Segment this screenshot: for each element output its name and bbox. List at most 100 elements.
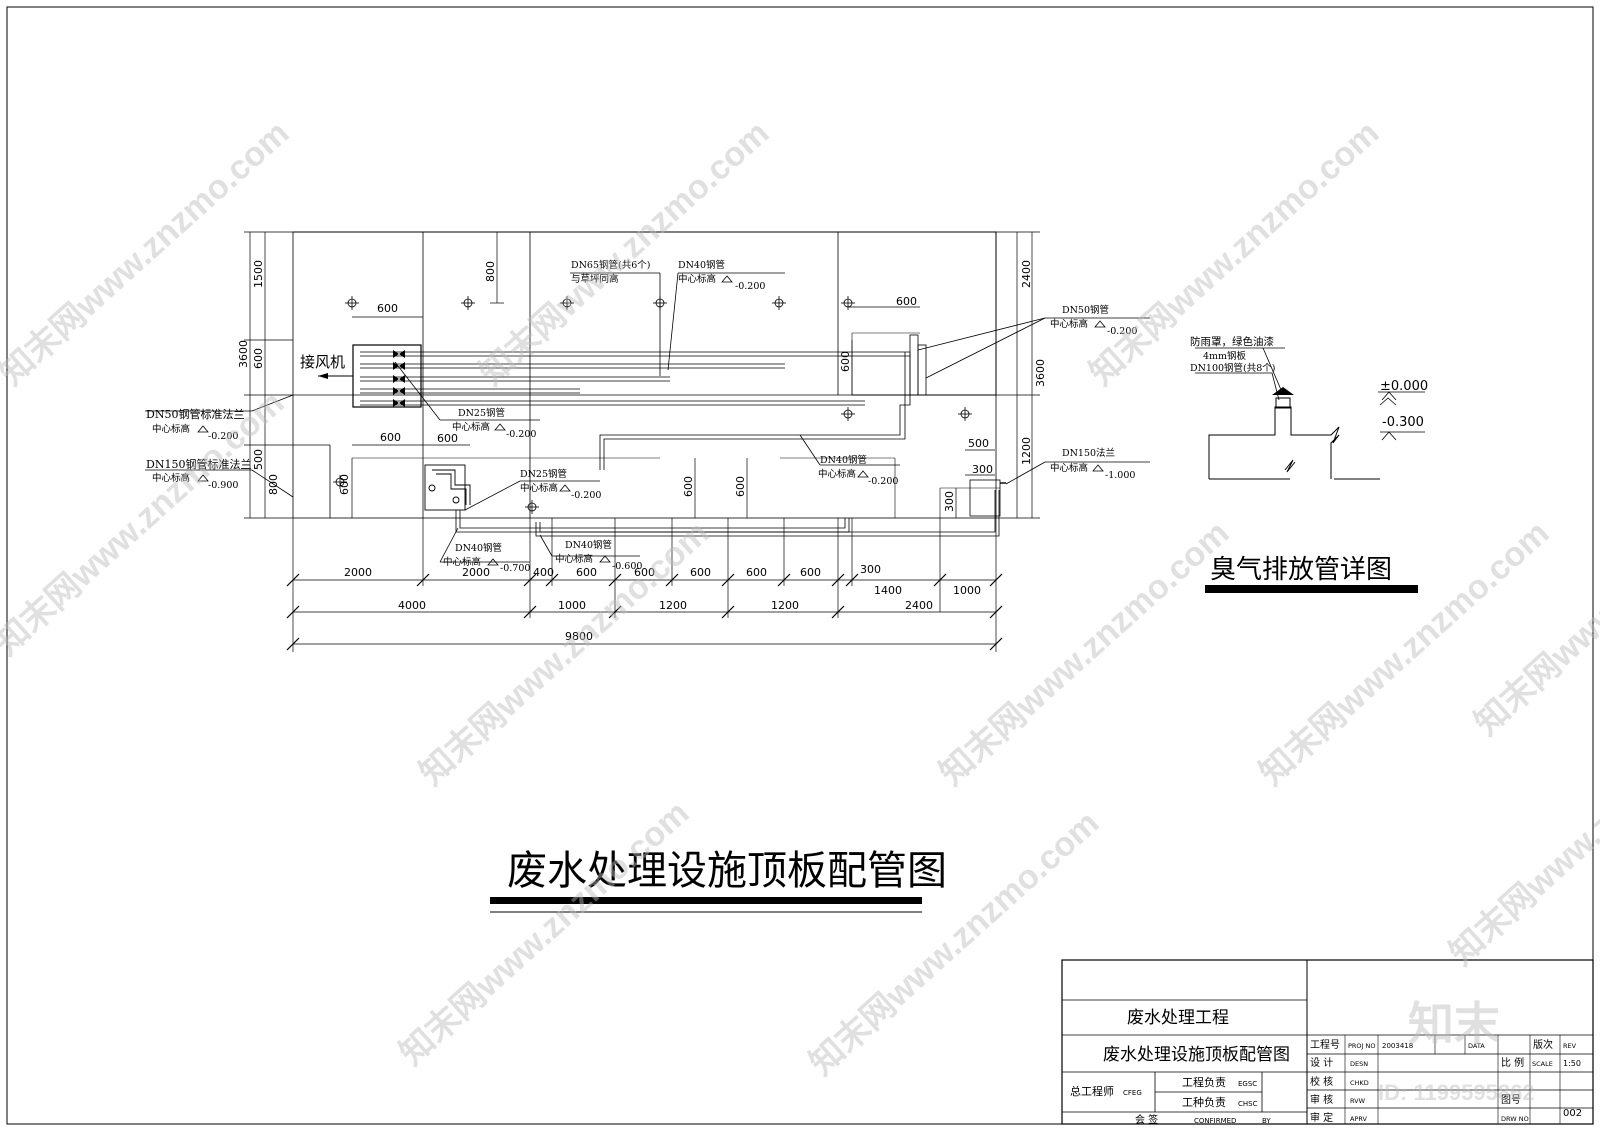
- tb-chief-en: CFEG: [1123, 1089, 1142, 1097]
- tb-review-en: RVW: [1350, 1097, 1366, 1105]
- dim-mid-600-right: 600: [734, 476, 747, 497]
- dn150-right-label: DN150法兰: [1062, 447, 1115, 459]
- dn65-sub: 与草坪同高: [571, 273, 619, 285]
- dn50-flange-label: DN50钢管标准法兰: [146, 407, 244, 421]
- watermark-logo: 知末: [1408, 998, 1500, 1050]
- dim-row1-0: 2000: [344, 566, 372, 579]
- dn50-right-val: -0.200: [1107, 326, 1137, 337]
- dn40-low-a-sub: 中心标高: [443, 556, 481, 568]
- tb-proj-no-en: PROJ NO: [1348, 1042, 1376, 1050]
- dim-mid-600a: 600: [380, 431, 401, 444]
- dim-row1-8: 300: [860, 563, 881, 576]
- main-title-group: 废水处理设施顶板配管图: [490, 848, 947, 913]
- watermarks: 知末网www.znzmo.com 知末网www.znzmo.com 知末网www…: [0, 114, 1600, 1105]
- dim-top-600-right: 600: [896, 295, 917, 308]
- tb-scale-val: 1:50: [1563, 1059, 1581, 1068]
- watermark-10: 知末网www.znzmo.com: [1442, 694, 1600, 973]
- dim-row1-2: 400: [533, 566, 554, 579]
- dn25-a-val: -0.200: [506, 429, 536, 440]
- dn150-right-sub: 中心标高: [1050, 462, 1088, 474]
- fan-label: 接风机: [300, 353, 345, 371]
- watermark-2: 知末网www.znzmo.com: [0, 384, 291, 663]
- dim-300b: 300: [943, 491, 956, 512]
- watermark-3: 知末网www.znzmo.com: [472, 114, 776, 393]
- tb-approve-en: APRV: [1350, 1115, 1368, 1123]
- plan-labels: 接风机 DN65钢管(共6个) 与草坪同高 DN40钢管 中心标高 -0.200…: [146, 259, 1137, 574]
- dn25-b-val: -0.200: [571, 490, 601, 501]
- dim-mid-600-center: 600: [682, 476, 695, 497]
- tb-by: BY: [1262, 1117, 1271, 1125]
- air-pipes: [360, 351, 910, 406]
- tb-disc-lead: 工种负责: [1182, 1095, 1226, 1109]
- dim-row2-2: 1200: [659, 599, 687, 612]
- detail-title-underline: [1205, 585, 1418, 593]
- tb-scale-cn: 比 例: [1501, 1056, 1524, 1069]
- tb-approve: 审 定: [1310, 1111, 1333, 1124]
- tb-rev-en: REV: [1563, 1042, 1577, 1050]
- dn150-flange-left-sub: 中心标高: [152, 472, 190, 484]
- dn40-top-label: DN40钢管: [678, 259, 725, 271]
- dn50-right-label: DN50钢管: [1062, 304, 1109, 316]
- watermark-8: 知末网www.znzmo.com: [802, 804, 1106, 1083]
- dim-row1-4: 600: [634, 566, 655, 579]
- tb-design: 设 计: [1310, 1056, 1333, 1069]
- tb-design-en: DESN: [1350, 1060, 1368, 1068]
- fan-header: [352, 344, 422, 408]
- tb-dwg-no-cn: 图号: [1501, 1094, 1521, 1106]
- tb-confirmed: CONFIRMED: [1194, 1117, 1236, 1125]
- tb-scale-en: SCALE: [1532, 1060, 1553, 1068]
- tb-proj-no-val: 2003418: [1382, 1042, 1413, 1050]
- plan-view: [145, 231, 1150, 652]
- dn50-flange-val: -0.200: [208, 431, 238, 442]
- dimension-values: 1500 3600 600 500 800 2400 3600 1200 800…: [237, 260, 1047, 643]
- detail-pipe-label: DN100钢管(共8个): [1190, 362, 1276, 374]
- header-valves: [393, 350, 405, 407]
- tb-drawing: 废水处理设施顶板配管图: [1103, 1045, 1290, 1065]
- tb-project: 废水处理工程: [1127, 1008, 1229, 1028]
- dn150-right-val: -1.000: [1105, 470, 1135, 481]
- dn25-a-sub: 中心标高: [452, 421, 490, 433]
- tb-disc-lead-en: CHSC: [1238, 1100, 1258, 1108]
- dn25-assembly: [424, 464, 471, 511]
- dim-500: 500: [968, 437, 989, 450]
- dim-left-600: 600: [252, 348, 265, 369]
- detail-cap-label: 防雨罩，绿色油漆: [1190, 335, 1274, 348]
- dim-total: 9800: [565, 630, 593, 643]
- dn40-low-b-label: DN40钢管: [565, 539, 612, 551]
- detail-elev-top: ±0.000: [1380, 379, 1428, 394]
- tb-review: 审 核: [1310, 1093, 1333, 1106]
- dim-mid-600b: 600: [437, 432, 458, 445]
- dn150-flange-left-label: DN150钢管标准法兰: [146, 457, 251, 471]
- dim-row2-4: 2400: [905, 599, 933, 612]
- riser-pipes: [455, 334, 1000, 537]
- dim-row1b-1: 1000: [953, 584, 981, 597]
- tb-check: 校 核: [1310, 1075, 1333, 1088]
- leader-lines: [145, 272, 1150, 563]
- watermark-5: 知末网www.znzmo.com: [392, 794, 696, 1073]
- detail-title: 臭气排放管详图: [1210, 555, 1392, 585]
- dn40-low-b-val: -0.600: [612, 561, 642, 572]
- dim-left-1500: 1500: [252, 260, 265, 288]
- dimension-ticks: [286, 573, 1003, 651]
- detail-plate-label: 4mm钢板: [1203, 350, 1247, 362]
- main-title-underline: [490, 897, 922, 904]
- odor-pipe-detail: 防雨罩，绿色油漆 4mm钢板 DN100钢管(共8个) ±0.000 -0.30…: [1190, 335, 1428, 593]
- tb-date-en: DATA: [1468, 1042, 1485, 1050]
- dim-left-3600: 3600: [237, 340, 250, 368]
- dn25-b-sub: 中心标高: [520, 482, 558, 494]
- tb-eng-lead-en: EGSC: [1238, 1080, 1257, 1088]
- dim-row1-6: 600: [746, 566, 767, 579]
- tb-proj-no: 工程号: [1310, 1039, 1340, 1051]
- tb-countersign: 会 签: [1135, 1113, 1158, 1126]
- dn40-low-b-sub: 中心标高: [555, 553, 593, 565]
- dn50-right-sub: 中心标高: [1050, 318, 1088, 330]
- dim-mid-600-left: 600: [338, 474, 351, 495]
- dn40-mid-label: DN40钢管: [820, 454, 867, 466]
- dim-right-1200: 1200: [1020, 437, 1033, 465]
- tb-check-en: CHKD: [1350, 1079, 1369, 1087]
- dim-row1b-0: 1400: [874, 584, 902, 597]
- dn40-top-val: -0.200: [735, 281, 765, 292]
- dn150-flange-left-val: -0.900: [208, 480, 238, 491]
- dn65-label: DN65钢管(共6个): [571, 259, 650, 271]
